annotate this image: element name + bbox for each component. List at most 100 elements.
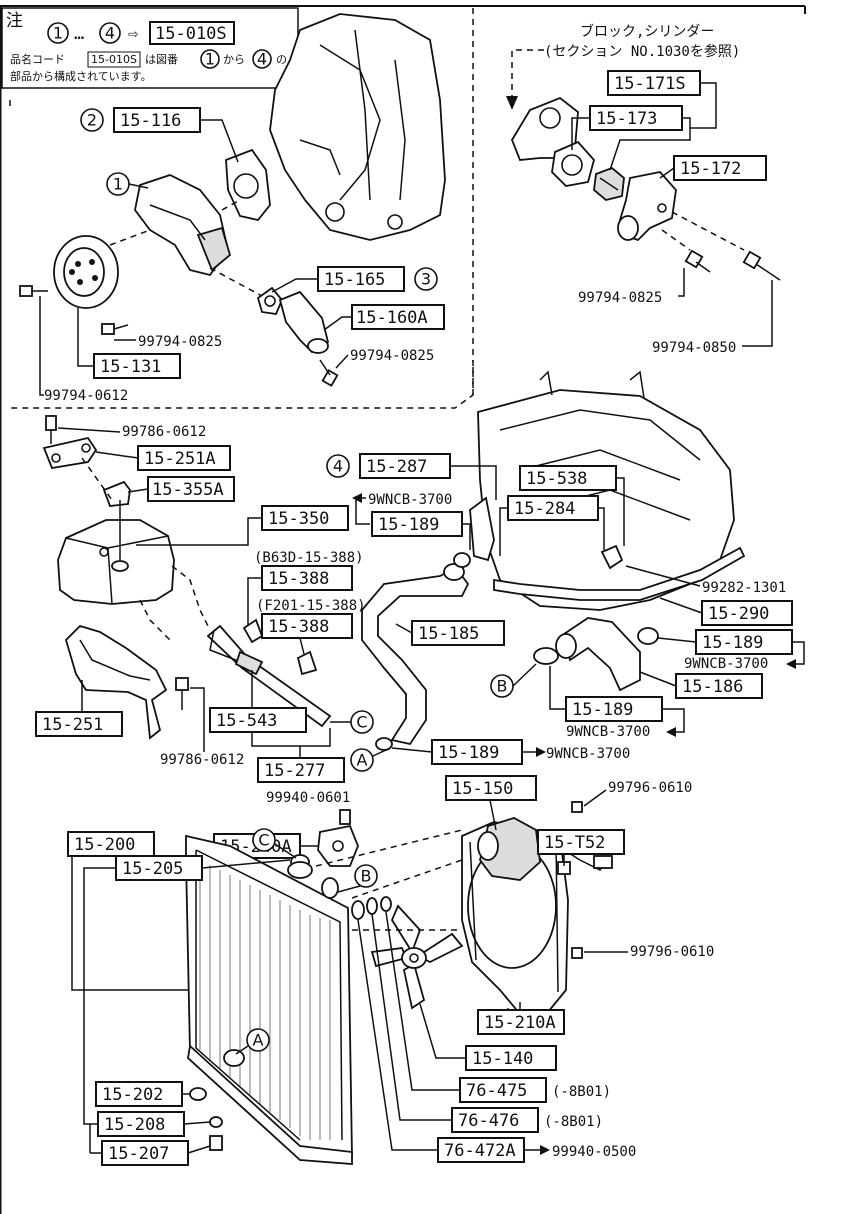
label-clamp-3700-d: 9WNCB-3700 xyxy=(546,746,630,762)
label-99794-0850: 99794-0850 xyxy=(652,340,736,356)
label-15-140: 15-140 xyxy=(472,1049,533,1069)
label-15-350: 15-350 xyxy=(268,509,329,529)
label-15-131: 15-131 xyxy=(100,357,161,377)
label-ref-f201: (F201-15-388) xyxy=(256,598,366,614)
thermostat xyxy=(593,166,625,201)
thermostat-bolt-0850 xyxy=(742,250,781,281)
callout-B-lower: B xyxy=(361,867,372,886)
note-range-end: 4 xyxy=(105,24,115,43)
overflow-hose xyxy=(206,624,332,728)
callout-3: 3 xyxy=(421,270,431,289)
note-range-sep: … xyxy=(74,24,84,44)
label-15-388-a: 15-388 xyxy=(268,569,329,589)
reservoir-bolt xyxy=(45,415,57,444)
pulley-bolt xyxy=(19,285,48,297)
label-15-200: 15-200 xyxy=(74,835,135,855)
label-suffix-8b01-a: (-8B01) xyxy=(552,1084,611,1100)
label-15-165: 15-165 xyxy=(324,270,385,290)
label-15-287: 15-287 xyxy=(366,457,427,477)
label-15-207: 15-207 xyxy=(108,1144,169,1164)
reservoir-bracket-upper xyxy=(42,436,98,470)
label-15-202: 15-202 xyxy=(102,1085,163,1105)
label-clamp-3700-c: 9WNCB-3700 xyxy=(566,724,650,740)
label-76-472A: 76-472A xyxy=(444,1141,516,1161)
label-suffix-8b01-b: (-8B01) xyxy=(544,1114,603,1130)
callout-C-lower: C xyxy=(258,831,269,850)
thermostat-cover xyxy=(617,171,677,242)
radiator xyxy=(185,834,353,1165)
inlet-gasket xyxy=(256,286,284,315)
hose-clamp-c xyxy=(637,627,659,645)
label-15-186: 15-186 xyxy=(682,677,743,697)
label-99796-0610-a: 99796-0610 xyxy=(608,780,692,796)
fan-motor xyxy=(477,817,541,881)
fan-washer xyxy=(366,897,378,915)
upper-heater-pipe xyxy=(469,496,495,562)
label-15-189-a: 15-189 xyxy=(378,515,439,535)
label-15-277: 15-277 xyxy=(264,761,325,781)
hose-clip-lower xyxy=(296,650,318,676)
note-kit-code: 15-010S xyxy=(155,24,227,44)
water-pump xyxy=(134,174,232,277)
label-15-185: 15-185 xyxy=(418,624,479,644)
note-line2-tail-b: から xyxy=(223,53,245,66)
label-99786-0612-a: 99786-0612 xyxy=(122,424,206,440)
label-15-189-c: 15-189 xyxy=(572,700,633,720)
bypass-pipe xyxy=(493,546,746,601)
note-line3: 部品から構成されています。 xyxy=(10,69,152,83)
pump-bolt xyxy=(101,323,129,335)
drain-cushion xyxy=(189,1087,207,1101)
callout-1: 1 xyxy=(113,175,123,194)
note-line2-n1: 1 xyxy=(205,50,215,69)
label-15-189-b: 15-189 xyxy=(702,633,763,653)
note-range-start: 1 xyxy=(53,24,63,43)
note-line2: 品名コード xyxy=(10,52,65,66)
inlet-bolt xyxy=(319,359,339,387)
callout-A-lower: A xyxy=(253,1031,264,1050)
label-15-355A: 15-355A xyxy=(152,480,224,500)
label-15-172: 15-172 xyxy=(680,159,741,179)
thermostat-bolt-0825 xyxy=(684,249,711,273)
label-99282-1301: 99282-1301 xyxy=(702,580,786,596)
shroud-bolt-upper xyxy=(571,801,583,813)
label-15-116: 15-116 xyxy=(120,111,181,131)
thermostat-gasket xyxy=(551,140,595,187)
label-15-251: 15-251 xyxy=(42,715,103,735)
label-15-290: 15-290 xyxy=(708,604,769,624)
label-15-189-d: 15-189 xyxy=(438,743,499,763)
callout-A-upper: A xyxy=(357,751,368,770)
label-99794-0825-b: 99794-0825 xyxy=(350,348,434,364)
label-15-160A: 15-160A xyxy=(356,308,428,328)
label-15-171S: 15-171S xyxy=(614,74,686,94)
block-ref-line1: ブロック,シリンダー xyxy=(580,23,714,40)
label-15-T52: 15-T52 xyxy=(544,833,605,853)
coolant-reservoir xyxy=(57,500,175,605)
label-99786-0612-b: 99786-0612 xyxy=(160,752,244,768)
label-15-205: 15-205 xyxy=(122,859,183,879)
label-15-251A: 15-251A xyxy=(144,449,216,469)
radiator-mount-bolt xyxy=(339,809,351,825)
pump-gasket xyxy=(225,148,271,222)
heater-hose-small xyxy=(600,544,624,570)
label-76-476: 76-476 xyxy=(458,1111,519,1131)
hose-clamp-a xyxy=(375,737,393,751)
label-99794-0825-a: 99794-0825 xyxy=(138,334,222,350)
note-line2-code: 15-010S xyxy=(91,53,137,66)
note-line2-tail-a: は図番 xyxy=(145,53,178,66)
note-arrow: ⇨ xyxy=(128,24,139,44)
bracket-bolt xyxy=(175,677,189,710)
label-15-210A: 15-210A xyxy=(484,1013,556,1033)
label-15-543: 15-543 xyxy=(216,711,277,731)
hose-clip-upper xyxy=(242,618,264,644)
cooling-fan-blade xyxy=(370,904,464,1010)
label-99940-0500: 99940-0500 xyxy=(552,1144,636,1160)
label-15-150: 15-150 xyxy=(452,779,513,799)
label-ref-b63d: (B63D-15-388) xyxy=(254,550,364,566)
drain-plug xyxy=(209,1135,223,1151)
upper-radiator-hose xyxy=(361,563,470,746)
hose-clamp-upper xyxy=(453,552,471,568)
note-heading: 注 xyxy=(6,11,23,31)
fan-spacer xyxy=(351,900,365,920)
label-clamp-3700-a: 9WNCB-3700 xyxy=(368,492,452,508)
